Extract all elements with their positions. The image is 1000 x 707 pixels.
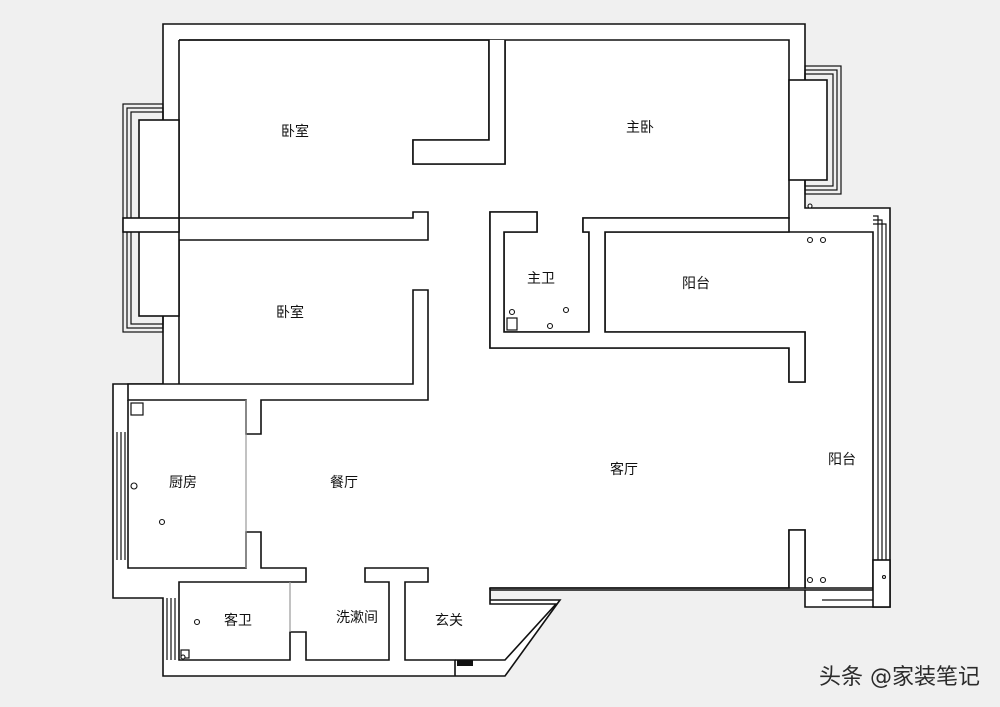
balcony-rail-3: [873, 223, 887, 592]
room-label-balcony-right: 阳台: [828, 452, 856, 468]
room-label-kitchen: 厨房: [169, 475, 197, 491]
balcony-post: [872, 559, 891, 608]
entry-door-marker: [457, 660, 473, 666]
watermark: 头条 @家装笔记: [819, 665, 980, 690]
room-label-dining: 餐厅: [330, 475, 358, 491]
bay-window-right-sill: [788, 79, 828, 181]
room-label-master-bedroom: 主卧: [626, 120, 654, 136]
drain-icon: [508, 308, 516, 316]
drain-icon: [806, 576, 814, 584]
partition-stub: [122, 217, 180, 233]
room-label-living: 客厅: [610, 461, 638, 478]
wall-kitchen: [127, 400, 456, 676]
drain-icon: [180, 654, 186, 660]
drain-icon: [881, 574, 887, 580]
drain-icon: [562, 306, 570, 314]
room-label-balcony-small: 阳台: [682, 276, 710, 292]
drain-icon: [819, 576, 827, 584]
kitchen-window: [116, 432, 126, 560]
balcony-rail-2: [873, 219, 883, 596]
room-label-bedroom-top: 卧室: [281, 123, 309, 140]
room-label-wash-room: 洗漱间: [336, 610, 378, 626]
room-label-bedroom-mid: 卧室: [276, 304, 304, 321]
drain-icon: [130, 482, 138, 490]
balcony-rail-1: [822, 215, 879, 601]
wall-master-bath: [489, 211, 806, 383]
drain-icon: [193, 618, 201, 626]
drain-icon: [806, 236, 814, 244]
drain-icon: [819, 236, 827, 244]
drain-icon: [807, 203, 813, 209]
master-bath-shower: [506, 317, 518, 331]
wall-entrance: [455, 529, 806, 661]
room-label-guest-bath: 客卫: [224, 612, 252, 629]
drain-icon: [158, 518, 166, 526]
room-label-master-bath: 主卫: [527, 271, 555, 287]
guest-bath-window: [166, 598, 176, 660]
drain-icon: [546, 322, 554, 330]
kitchen-corner-fixture: [130, 402, 144, 416]
room-label-entrance: 玄关: [435, 612, 463, 629]
